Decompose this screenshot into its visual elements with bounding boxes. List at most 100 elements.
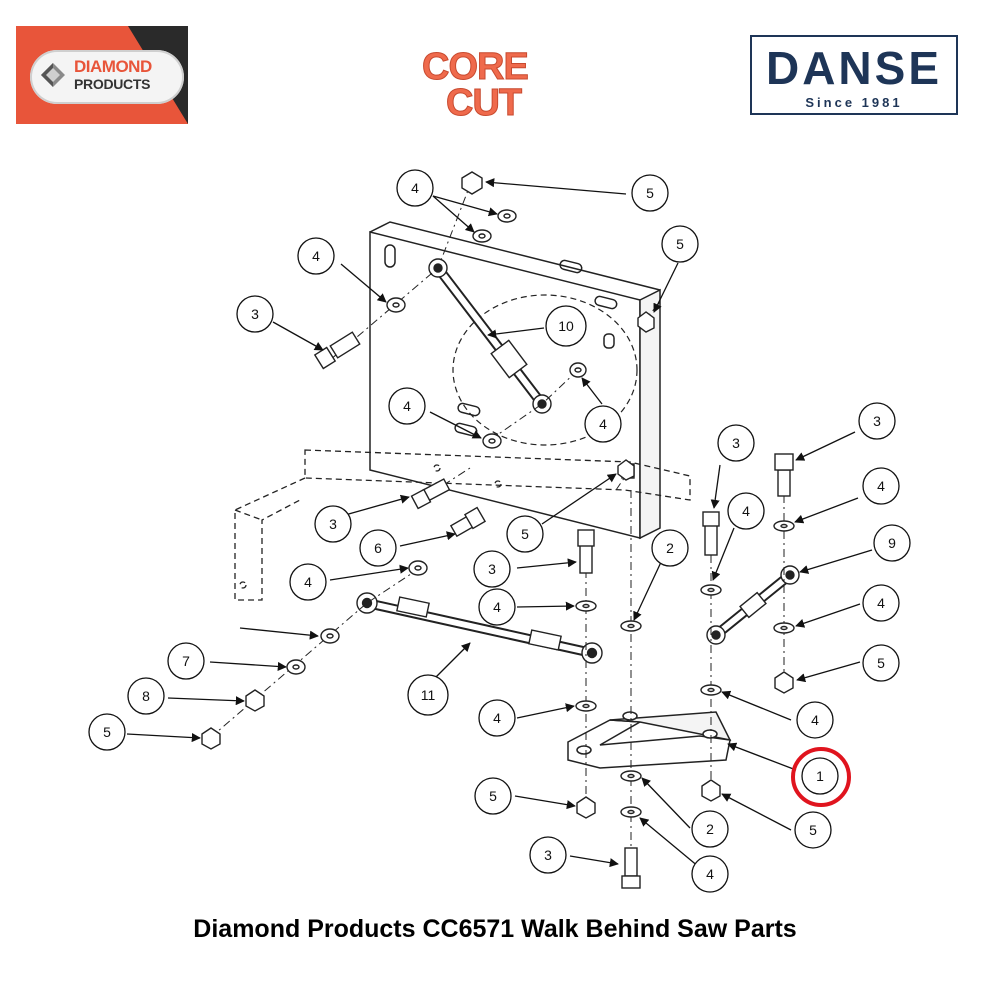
callout-label: 10 bbox=[558, 318, 574, 334]
callout: 3 bbox=[473, 550, 511, 588]
bolts bbox=[313, 331, 794, 889]
callout: 4 bbox=[584, 405, 622, 443]
callout: 2 bbox=[651, 529, 689, 567]
mounting-plate bbox=[369, 221, 661, 540]
callout: 4 bbox=[388, 387, 426, 425]
callout-label: 2 bbox=[666, 540, 674, 556]
callout-label: 5 bbox=[877, 655, 885, 671]
callout: 8 bbox=[127, 677, 165, 715]
washers bbox=[286, 209, 795, 818]
callout-label: 8 bbox=[142, 688, 150, 704]
callout: 4 bbox=[862, 584, 900, 622]
callout: 4 bbox=[862, 467, 900, 505]
callout-label: 5 bbox=[809, 822, 817, 838]
callout: 4 bbox=[796, 701, 834, 739]
callout: 3 bbox=[314, 505, 352, 543]
callout-label: 4 bbox=[304, 574, 312, 590]
callout: 5 bbox=[862, 644, 900, 682]
logo-cut-text: CUT bbox=[445, 82, 522, 125]
callout: 9 bbox=[873, 524, 911, 562]
callout: 3 bbox=[858, 402, 896, 440]
callout: 10 bbox=[545, 305, 587, 347]
nuts bbox=[201, 171, 794, 819]
bolt-bottom bbox=[621, 847, 641, 889]
callout-circles: 4 5 5 4 3 10 4 4 3 3 3 5 4 4 6 9 2 3 4 4… bbox=[88, 169, 911, 893]
bolt-right-2 bbox=[774, 453, 794, 497]
callout-label: 6 bbox=[374, 540, 382, 556]
danse-tagline: Since 1981 bbox=[805, 95, 903, 110]
callout-label: 4 bbox=[877, 595, 885, 611]
bolt-upper-left bbox=[313, 331, 361, 370]
callout: 4 bbox=[727, 492, 765, 530]
callout: 4 bbox=[691, 855, 729, 893]
callout-label: 3 bbox=[488, 561, 496, 577]
callout: 5 bbox=[88, 713, 126, 751]
callout-label: 4 bbox=[493, 710, 501, 726]
bracket-1 bbox=[567, 711, 732, 769]
diamond-icon bbox=[41, 63, 65, 87]
callout: 5 bbox=[631, 174, 669, 212]
turnbuckle-11 bbox=[356, 592, 603, 664]
callout-label: 4 bbox=[706, 866, 714, 882]
callout-label: 3 bbox=[732, 435, 740, 451]
bolt-right-1 bbox=[702, 511, 720, 556]
diamond-products-logo: DIAMOND PRODUCTS bbox=[16, 26, 188, 124]
callout: 4 bbox=[396, 169, 434, 207]
callout: 4 bbox=[478, 699, 516, 737]
callout-label: 4 bbox=[599, 416, 607, 432]
callout-label: 4 bbox=[312, 248, 320, 264]
callout: 7 bbox=[167, 642, 205, 680]
callout-label: 3 bbox=[329, 516, 337, 532]
callout-label: 5 bbox=[489, 788, 497, 804]
callout-label: 2 bbox=[706, 821, 714, 837]
callout: 3 bbox=[529, 836, 567, 874]
callout-label: 4 bbox=[811, 712, 819, 728]
callout-label: 4 bbox=[742, 503, 750, 519]
bolt-6 bbox=[449, 506, 487, 538]
callout: 2 bbox=[691, 810, 729, 848]
callout-label: 3 bbox=[251, 306, 259, 322]
callout-label: 5 bbox=[103, 724, 111, 740]
callout-leaders bbox=[126, 178, 873, 873]
callout: 5 bbox=[474, 777, 512, 815]
callout-label: 5 bbox=[646, 185, 654, 201]
bolt-center bbox=[577, 529, 595, 574]
callout-label: 3 bbox=[544, 847, 552, 863]
callout-label: 5 bbox=[521, 526, 529, 542]
base-frame bbox=[234, 449, 691, 601]
callout-highlighted[interactable]: 1 bbox=[801, 757, 839, 795]
callout: 4 bbox=[289, 563, 327, 601]
callout: 4 bbox=[297, 237, 335, 275]
logo-core-text: CORE bbox=[422, 46, 530, 89]
callout-label: 4 bbox=[411, 180, 419, 196]
callout-label: 5 bbox=[676, 236, 684, 252]
callout: 6 bbox=[359, 529, 397, 567]
callout-label: 11 bbox=[421, 687, 436, 703]
core-cut-logo: CORE CUT bbox=[420, 46, 550, 128]
callout: 5 bbox=[506, 515, 544, 553]
bolt-base bbox=[410, 478, 451, 510]
highlight-ring bbox=[791, 747, 851, 807]
logo-plate: DIAMOND PRODUCTS bbox=[30, 50, 184, 104]
callout-label: 3 bbox=[873, 413, 881, 429]
callout: 11 bbox=[407, 674, 449, 716]
logo-line1: DIAMOND bbox=[74, 57, 152, 76]
callout: 3 bbox=[236, 295, 274, 333]
turnbuckle-9 bbox=[706, 565, 800, 645]
page-title: Diamond Products CC6571 Walk Behind Saw … bbox=[193, 915, 797, 943]
callout-label: 4 bbox=[877, 478, 885, 494]
callout-label: 4 bbox=[493, 599, 501, 615]
danse-name: DANSE bbox=[765, 42, 943, 94]
callout-label: 9 bbox=[888, 535, 896, 551]
callout-label: 4 bbox=[403, 398, 411, 414]
callout-label: 7 bbox=[182, 653, 190, 669]
callout: 5 bbox=[661, 225, 699, 263]
callout: 5 bbox=[794, 811, 832, 849]
logo-line2: PRODUCTS bbox=[74, 76, 151, 92]
callout-label: 1 bbox=[816, 768, 824, 784]
callout: 4 bbox=[478, 588, 516, 626]
callout: 3 bbox=[717, 424, 755, 462]
danse-logo: DANSE Since 1981 bbox=[750, 35, 958, 115]
